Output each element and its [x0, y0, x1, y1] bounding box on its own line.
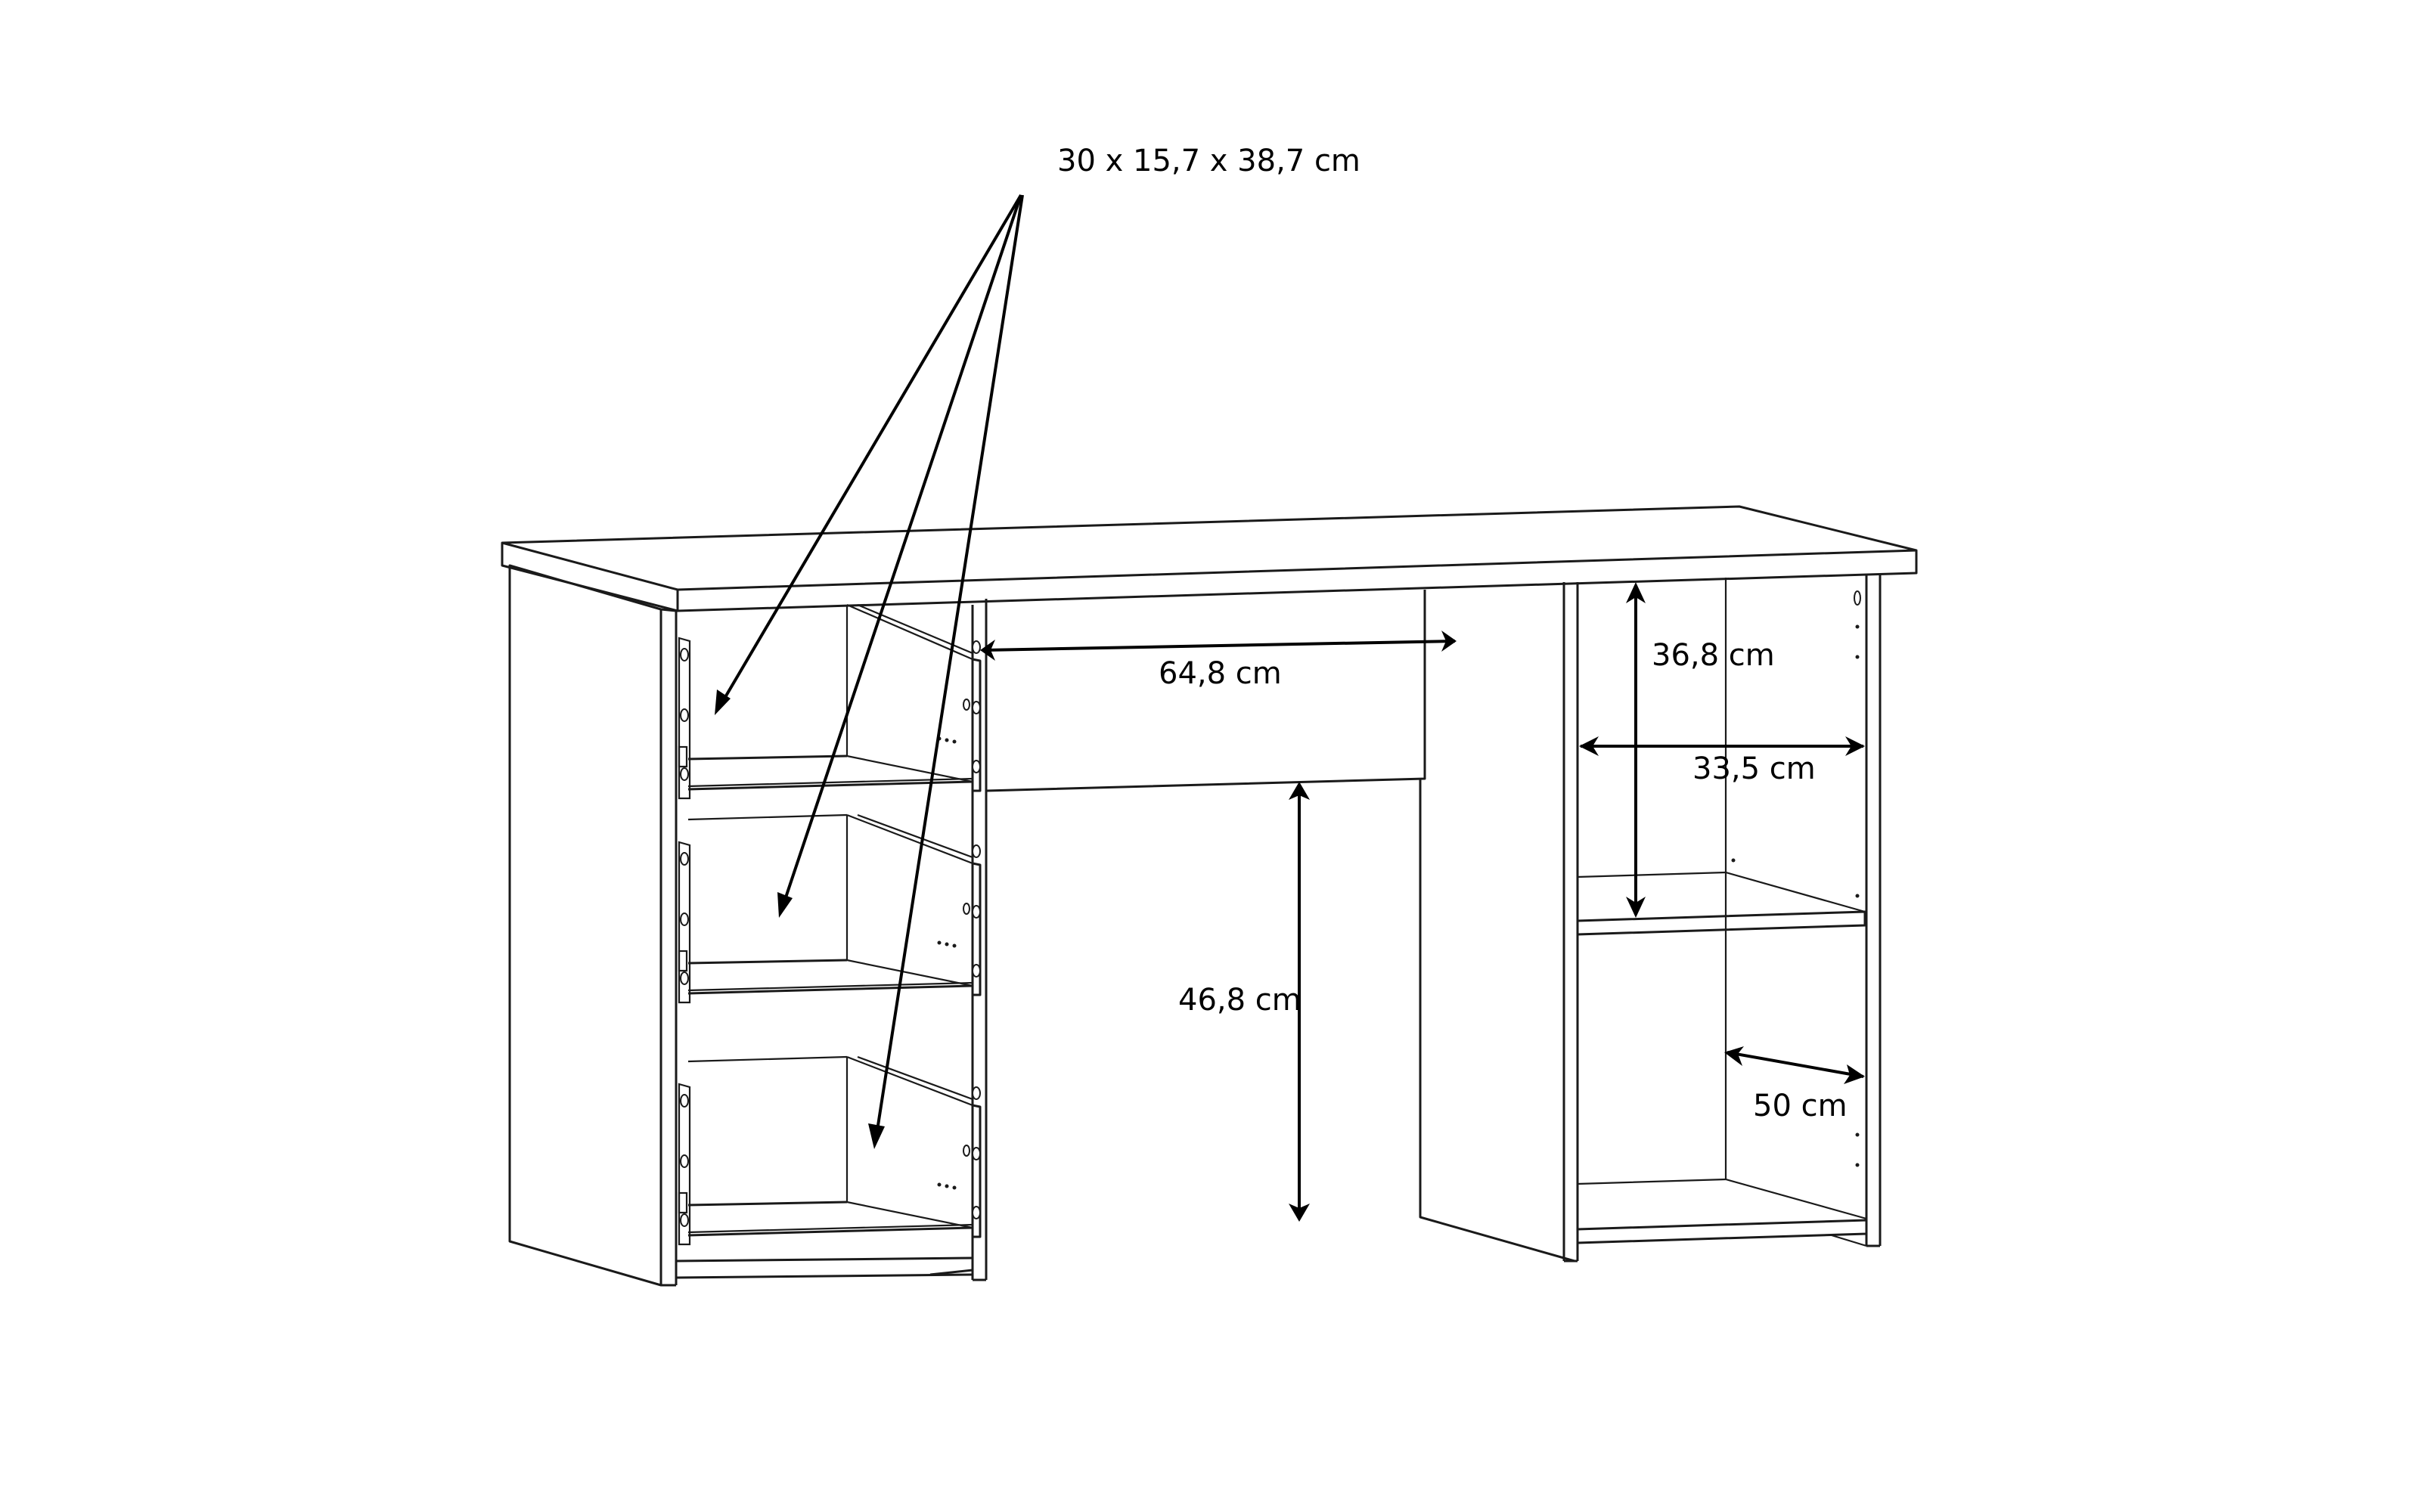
shelf-height-label: 36,8 cm: [1652, 638, 1775, 673]
drawer-3: [678, 1055, 982, 1246]
arrowhead-icon: [1724, 1046, 1744, 1066]
arrowhead-icon: [980, 640, 995, 661]
arrowhead-icon: [1579, 736, 1599, 756]
arrowhead-icon: [1441, 631, 1457, 652]
center-width-dimension: [980, 631, 1457, 661]
arrowhead-icon: [715, 689, 731, 715]
arrowhead-icon: [1626, 897, 1646, 918]
drawer-1: [678, 603, 982, 800]
drawer-size-label: 30 x 15,7 x 38,7 cm: [1057, 144, 1360, 178]
arrowhead-icon: [1845, 736, 1865, 756]
drawer-size-callout-arrows: [715, 194, 1024, 1149]
desktop-top: [501, 505, 1918, 612]
shelf-width-label: 33,5 cm: [1692, 751, 1816, 786]
arrowhead-icon: [1626, 582, 1646, 603]
knee-height-dimension: [1289, 782, 1310, 1222]
right-shelf-unit: [1562, 575, 1882, 1263]
arrowhead-icon: [1844, 1064, 1865, 1084]
shelf-depth-label: 50 cm: [1753, 1089, 1848, 1123]
knee-height-label: 46,8 cm: [1178, 983, 1302, 1018]
arrowhead-icon: [1289, 1204, 1310, 1222]
drawer-2: [678, 813, 982, 1004]
center-width-label: 64,8 cm: [1159, 656, 1282, 691]
shelf-height-dimension: [1626, 582, 1646, 918]
left-pedestal: [508, 564, 988, 1287]
shelf-width-dimension: [1579, 736, 1865, 756]
center-panel: [985, 590, 1575, 1263]
arrowhead-icon: [868, 1123, 885, 1149]
arrowhead-icon: [1289, 782, 1310, 800]
arrowhead-icon: [777, 892, 793, 918]
shelf-depth-dimension: [1724, 1046, 1865, 1084]
